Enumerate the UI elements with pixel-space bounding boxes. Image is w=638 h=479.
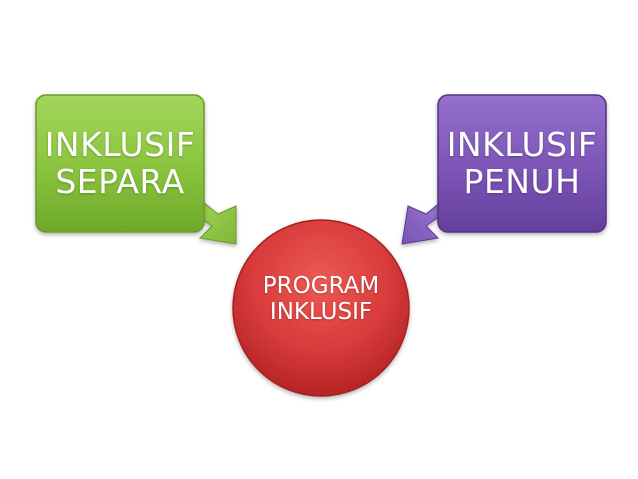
left-box-line1: INKLUSIF (44, 124, 196, 164)
right-box-label: INKLUSIF PENUH (440, 97, 604, 230)
center-circle-line2: INKLUSIF (269, 299, 373, 325)
right-box-line1: INKLUSIF (446, 124, 598, 164)
right-box (437, 94, 607, 233)
right-box-line2: PENUH (463, 161, 581, 201)
center-circle-line1: PROGRAM (262, 273, 380, 300)
center-circle-label: PROGRAM INKLUSIF (241, 258, 401, 342)
left-box-label: INKLUSIF SEPARA (38, 97, 202, 230)
center-circle (232, 219, 410, 397)
left-box (35, 94, 205, 233)
left-box-line2: SEPARA (55, 161, 185, 201)
